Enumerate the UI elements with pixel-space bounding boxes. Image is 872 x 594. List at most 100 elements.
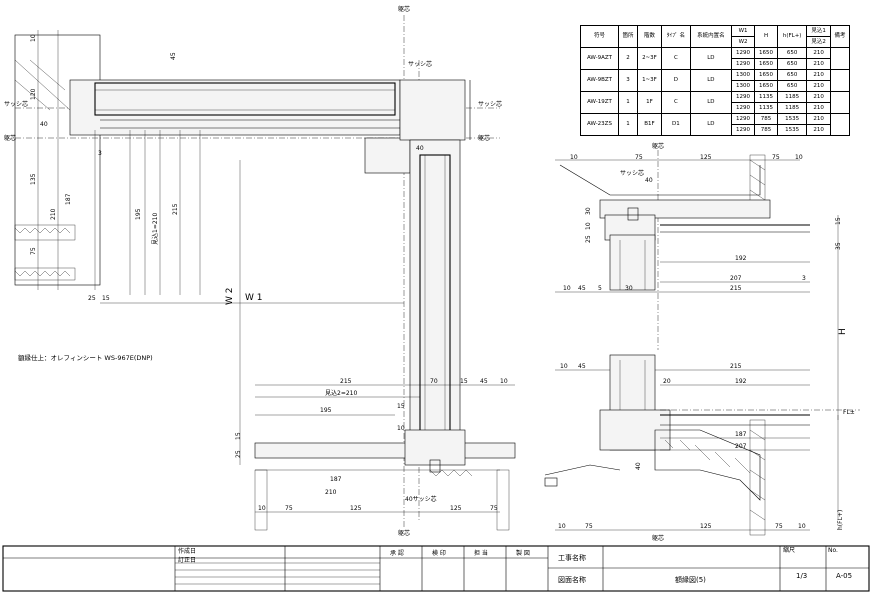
- dim-75-h: 75: [772, 154, 780, 161]
- dim-10-h: 10: [795, 154, 803, 161]
- window-schedule-table: 符号 箇所 階数 ﾀｲﾌﾟ 名 系統内置名 W1 H h(FL+) 見込1 備考…: [580, 25, 851, 136]
- finish-note: 額縁仕上：オレフィンシート WS-967E(DNP): [18, 353, 153, 362]
- schedule-cell-code: AW-23ZS: [580, 113, 619, 136]
- schedule-cell-hfl: 650: [777, 47, 808, 59]
- schedule-cell-h: 1650: [754, 47, 779, 59]
- wall-core-label-right-bottom: 躯芯: [652, 534, 664, 542]
- dim-195-left: 195: [135, 208, 142, 220]
- dim-15-i: 15: [835, 217, 842, 225]
- schedule-cell-hfl: 1185: [777, 91, 808, 103]
- dim-25-d: 25: [235, 450, 242, 458]
- dim-10-k: 10: [560, 363, 568, 370]
- drawing-name: 額縁図(5): [675, 575, 706, 584]
- dim-125-f: 125: [450, 505, 462, 512]
- dim-3-b: 3: [802, 275, 806, 282]
- schedule-cell-code: AW-9AZT: [580, 47, 619, 70]
- schedule-header-w2: W2: [731, 36, 756, 48]
- sash-core-label-right: サッシ芯: [478, 100, 502, 108]
- schedule-cell-hfl: 650: [777, 80, 808, 92]
- w1-label: W 1: [245, 293, 263, 303]
- dim-40-left: 40: [40, 121, 48, 128]
- schedule-header-qty: 箇所: [617, 25, 638, 48]
- h-label: H: [838, 328, 848, 335]
- dim-45-j: 45: [578, 285, 586, 292]
- horizontal-section: 躯芯 躯芯 サッシ芯 サッシ芯 サッシ芯 躯芯 躯芯: [4, 5, 516, 537]
- schedule-header-row: 符号 箇所 階数 ﾀｲﾌﾟ 名 系統内置名 W1 H h(FL+) 見込1 備考: [580, 25, 851, 48]
- dim-75-l: 75: [585, 523, 593, 530]
- drawing-label: 製 図: [516, 549, 530, 557]
- schedule-header-h: H: [754, 25, 779, 48]
- mikomi2-label: 見込2=210: [325, 389, 357, 397]
- schedule-header-remarks: 備考: [829, 25, 851, 48]
- dim-207-a: 207: [730, 275, 742, 282]
- h-fl-label: h(FL+): [837, 510, 844, 530]
- dim-30-j: 30: [625, 285, 633, 292]
- schedule-cell-remarks: [829, 91, 851, 114]
- schedule-header-mikomi2: 見込2: [806, 36, 831, 48]
- schedule-cell-type: D1: [660, 113, 691, 136]
- schedule-cell-h: 1650: [754, 69, 779, 81]
- mikomi1-label: 見込1=210: [151, 213, 159, 245]
- dim-210-left: 210: [50, 208, 57, 220]
- dim-125-g: 125: [700, 154, 712, 161]
- scale-value: 1/3: [796, 572, 807, 580]
- drawing-name-label: 図面名称: [558, 575, 586, 584]
- schedule-cell-qty: 1: [617, 91, 638, 114]
- dim-125-e: 125: [350, 505, 362, 512]
- schedule-cell-h: 1135: [754, 102, 779, 114]
- schedule-cell-mikomi: 210: [806, 47, 831, 59]
- schedule-cell-floor: B1F: [636, 113, 662, 136]
- schedule-cell-hfl: 1535: [777, 113, 808, 125]
- dim-75-m: 75: [775, 523, 783, 530]
- dim-30: 30: [585, 207, 592, 215]
- schedule-cell-mikomi: 210: [806, 80, 831, 92]
- dim-45-top: 45: [170, 52, 177, 60]
- schedule-cell-type: C: [660, 91, 691, 114]
- dim-75-e: 75: [285, 505, 293, 512]
- dim-25: 25: [88, 295, 96, 302]
- dim-75-left: 75: [30, 247, 37, 255]
- dim-215-bottom: 215: [340, 378, 352, 385]
- schedule-cell-hfl: 650: [777, 58, 808, 70]
- schedule-cell-mikomi: 210: [806, 102, 831, 114]
- schedule-cell-type: D: [660, 69, 691, 92]
- schedule-cell-remarks: [829, 47, 851, 70]
- schedule-cell-floor: 1~3F: [636, 69, 662, 92]
- project-name-label: 工事名称: [558, 553, 586, 562]
- dim-210-bottom: 210: [325, 489, 337, 496]
- schedule-header-code: 符号: [580, 25, 619, 48]
- dim-75-f: 75: [490, 505, 498, 512]
- schedule-cell-w: 1290: [731, 102, 756, 114]
- schedule-cell-w: 1290: [731, 124, 756, 136]
- wall-core-label-top: 躯芯: [398, 5, 410, 13]
- dim-70: 70: [430, 378, 438, 385]
- dim-187-bottom: 187: [330, 476, 342, 483]
- schedule-cell-mikomi: 210: [806, 113, 831, 125]
- dim-10-b: 10: [500, 378, 508, 385]
- title-block: 作成日 訂正日 承 認 検 印 担 当 製 図 工事名称 図面名称 額縁図(5)…: [2, 545, 870, 592]
- dim-15-b: 15: [460, 378, 468, 385]
- dim-45-k: 45: [578, 363, 586, 370]
- sash-core-label-top: サッシ芯: [408, 60, 432, 68]
- dim-187-k: 187: [735, 431, 747, 438]
- dim-195-bottom: 195: [320, 407, 332, 414]
- dim-3-a: 3: [98, 150, 102, 157]
- inspection-label: 検 印: [432, 549, 446, 557]
- dim-25-i: 25: [585, 235, 592, 243]
- sash-core-40-label: 40サッシ芯: [405, 495, 437, 503]
- dim-40-k: 40: [635, 462, 642, 470]
- dim-15-d: 15: [235, 432, 242, 440]
- dim-10-j: 10: [563, 285, 571, 292]
- fl-label: FL±: [843, 409, 855, 416]
- dim-40-right: 40: [645, 177, 653, 184]
- dim-40-top: 40: [416, 145, 424, 152]
- w2-label: W 2: [225, 288, 235, 306]
- schedule-cell-h: 1650: [754, 80, 779, 92]
- dim-207-k: 207: [735, 443, 747, 450]
- vertical-section: 躯芯 10 75 125 75 10 サッシ芯 40 30 10 25 15 3…: [544, 142, 860, 542]
